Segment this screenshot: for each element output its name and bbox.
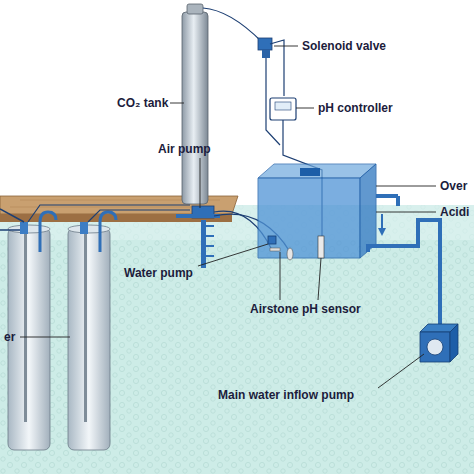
overflow-label: Over <box>440 179 467 193</box>
tank-label: Acidi <box>440 205 469 219</box>
sensor-label: pH sensor <box>302 302 361 316</box>
pump-label: Water pump <box>124 266 193 280</box>
controller-label: pH controller <box>318 101 393 115</box>
airstone-label: Airstone <box>250 302 299 316</box>
column-label: er <box>4 330 15 344</box>
tank-label: CO₂ tank <box>117 96 168 110</box>
pump-label: Main water inflow pump <box>218 388 354 402</box>
valve-label: Solenoid valve <box>302 39 386 53</box>
pump-label: Air pump <box>158 142 211 156</box>
